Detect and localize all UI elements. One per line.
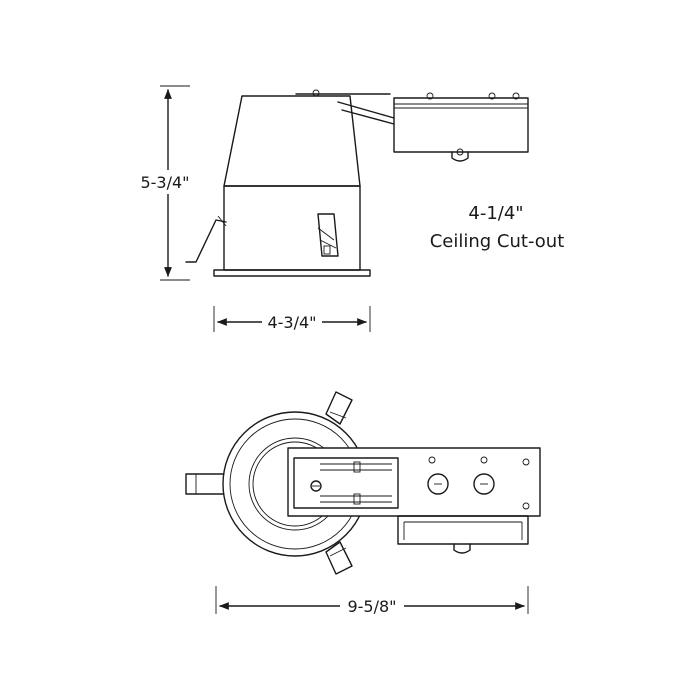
top-screw xyxy=(312,89,320,97)
junction-box-side xyxy=(393,92,529,162)
length-label: 9-5/8" xyxy=(347,597,396,616)
height-label: 5-3/4" xyxy=(140,173,189,192)
cutout-label: Ceiling Cut-out xyxy=(430,231,565,252)
ground-screw xyxy=(310,480,322,492)
junction-box-top xyxy=(287,447,541,517)
junction-arm xyxy=(337,101,395,125)
top-clip-lower xyxy=(325,541,353,575)
knockout-2 xyxy=(473,473,495,495)
clip-pivot xyxy=(217,215,227,227)
spring-clip-left xyxy=(185,219,227,263)
width-label: 4-3/4" xyxy=(267,313,316,332)
housing-flange xyxy=(213,269,371,277)
top-clip-upper xyxy=(325,391,353,425)
cutout-size: 4-1/4" xyxy=(468,203,523,224)
length-dimension: 9-5/8" xyxy=(215,586,529,618)
width-dimension: 4-3/4" xyxy=(213,306,371,334)
housing-cylinder xyxy=(223,185,361,271)
housing-cone xyxy=(223,95,361,187)
junction-cover xyxy=(397,515,529,554)
top-view: 9-5/8" xyxy=(185,391,541,618)
height-dimension: 5-3/4" xyxy=(140,85,190,281)
socket-bracket xyxy=(317,213,339,257)
side-view: 5-3/4" 4-3/4" 4-1/4" Ceiling Cut-out xyxy=(140,85,565,334)
knockout-1 xyxy=(427,473,449,495)
